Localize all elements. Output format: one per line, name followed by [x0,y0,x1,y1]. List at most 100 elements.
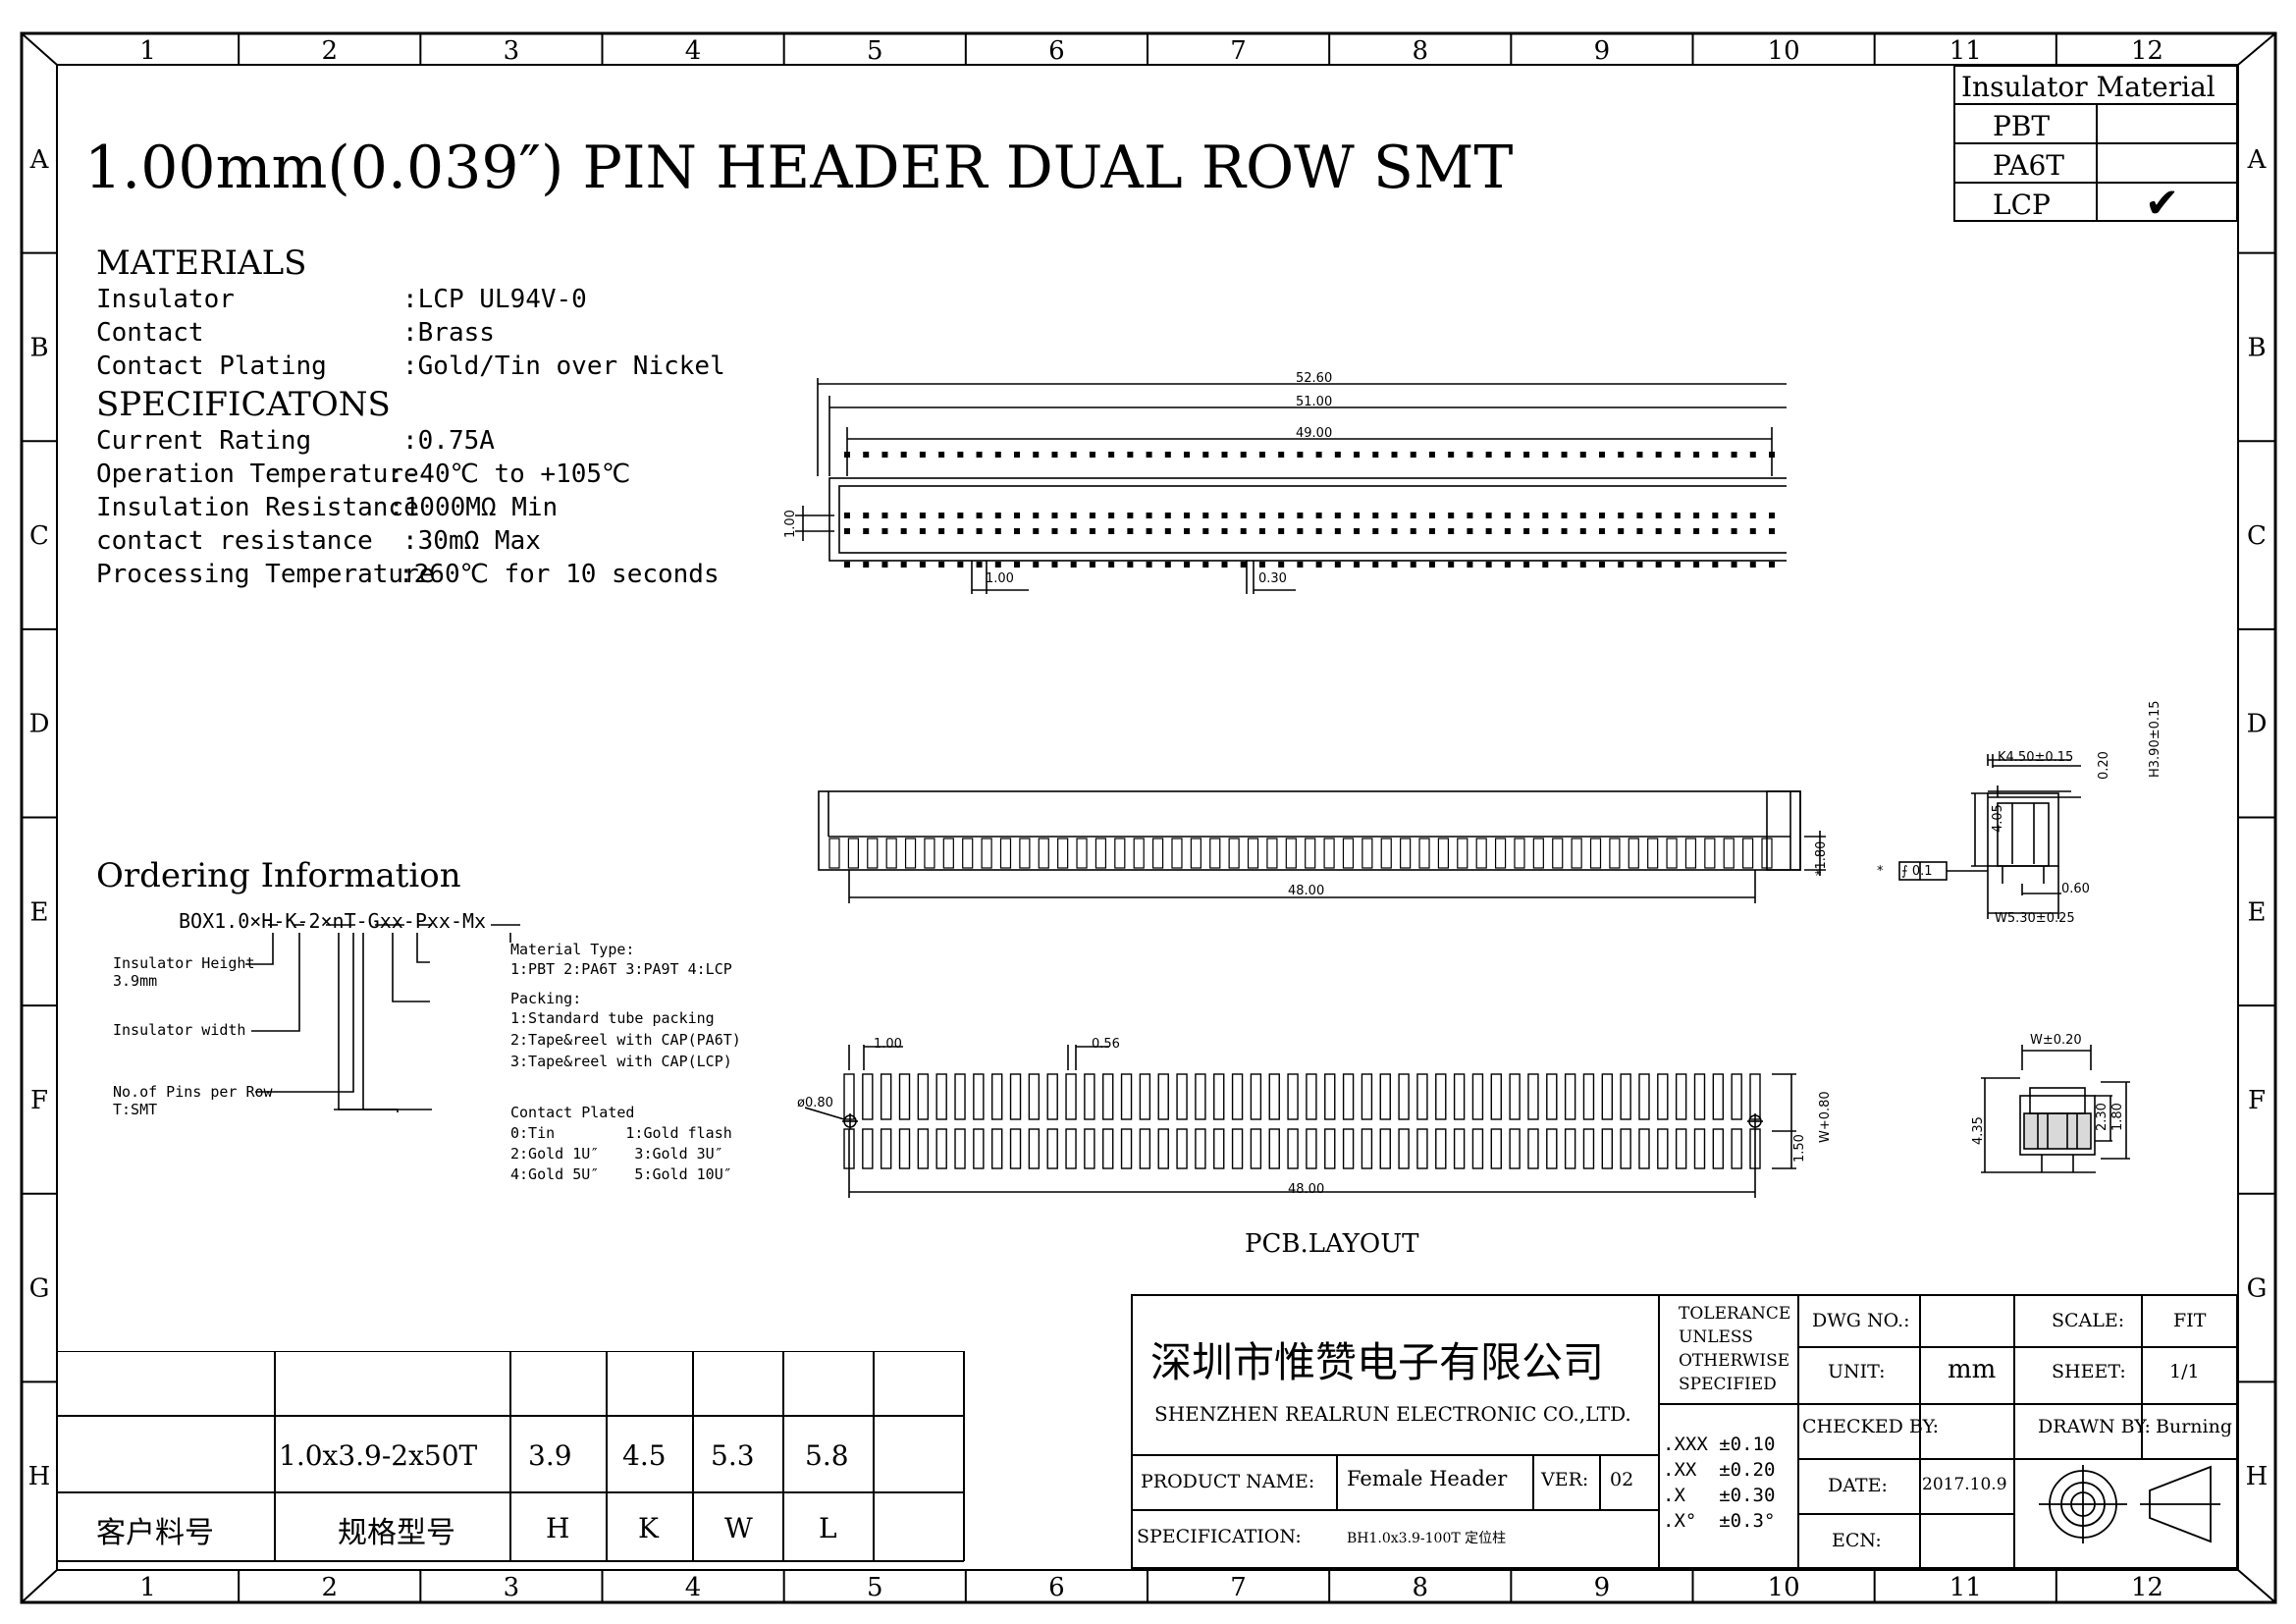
company-name-cn: 深圳市惟赞电子有限公司 [1150,1338,1605,1386]
dim-pcb-pad: 0.56 [1092,1037,1120,1052]
spec-table-w-value: 5.3 [711,1439,755,1472]
end-view-drawing [1898,754,2081,919]
dim-pcb-w: W+0.80 [1818,1091,1833,1143]
ecn-label: ECN: [1832,1530,1882,1551]
ordering-insulator-width: Insulator width [113,1021,246,1039]
dim-fp-4-35: 4.35 [1971,1116,1986,1145]
grid-row-label-F-left: F [30,1086,48,1115]
dim-pcb-length: 48.00 [1288,1182,1325,1197]
grid-column-label-11-top: 11 [1949,36,1982,66]
material-lcp: LCP [1993,189,2051,221]
grid-column-label-2-top: 2 [321,36,338,66]
scale-value: FIT [2173,1310,2207,1331]
spec-current-label: Current Rating [96,426,312,456]
ver-value: 02 [1610,1469,1634,1490]
grid-row-label-H-left: H [28,1462,51,1491]
spec-insulation-label: Insulation Resistance [96,493,419,522]
dim-side-length: 48.00 [1288,884,1325,898]
grid-column-label-3-bottom: 3 [504,1573,520,1602]
product-name-value: Female Header [1347,1467,1508,1490]
specifications-heading: SPECIFICATONS [96,385,391,424]
dim-row-pitch: 1.00 [783,510,798,538]
grid-row-label-F-right: F [2248,1086,2266,1115]
material-insulator-label: Insulator [96,285,235,314]
spec-temp-value: :-40℃ to +105℃ [389,460,631,489]
spec-table-w: W [724,1512,753,1544]
dim-end-star: * [1877,864,1884,879]
ordering-plated-3: 4:Gold 5U″ 5:Gold 10U″ [510,1165,732,1183]
dim-top-pins: 49.00 [1296,426,1333,441]
tolerance-xxx: .XXX ±0.10 [1663,1434,1776,1455]
company-name-en: SHENZHEN REALRUN ELECTRONIC CO.,LTD. [1154,1402,1631,1426]
dim-fp-2-30: 2.30 [2095,1103,2109,1131]
ordering-pins-per-row: No.of Pins per Row [113,1083,273,1101]
grid-column-label-10-top: 10 [1768,36,1800,66]
ordering-contact-plated: Contact Plated [510,1104,635,1121]
spec-contact-value: :30mΩ Max [402,526,541,556]
material-plating-value: :Gold/Tin over Nickel [402,352,725,381]
ordering-code: BOX1.0×H-K-2×nT-Gxx-Pxx-Mx [179,909,487,933]
dim-end-h: H3.90±0.15 [2148,700,2163,778]
ordering-insulator-height-value: 3.9mm [113,972,158,990]
scale-label: SCALE: [2052,1310,2125,1331]
spec-temp-label: Operation Temperature [96,460,419,489]
pcb-layout-label: PCB.LAYOUT [1245,1229,1419,1259]
ordering-insulator-height: Insulator Height [113,954,255,972]
spec-table-l: L [819,1512,837,1544]
spec-contact-label: contact resistance [96,526,373,556]
tolerance-deg: .X° ±0.3° [1663,1510,1776,1532]
grid-column-label-5-bottom: 5 [867,1573,883,1602]
dim-fp-w: W±0.20 [2030,1033,2082,1048]
ordering-material-type: Material Type: [510,941,635,958]
spec-table-l-value: 5.8 [805,1439,849,1472]
ver-label: VER: [1541,1469,1589,1490]
grid-column-label-12-bottom: 12 [2131,1573,2163,1602]
dim-end-0-20: 0.20 [2097,751,2111,780]
dim-pin-width: 0.30 [1258,571,1287,586]
tolerance-x: .X ±0.30 [1663,1485,1776,1506]
grid-column-label-1-bottom: 1 [139,1573,156,1602]
grid-column-label-10-bottom: 10 [1768,1573,1800,1602]
grid-column-label-2-bottom: 2 [321,1573,338,1602]
spec-table-k: K [638,1512,659,1544]
grid-column-label-3-top: 3 [504,36,520,66]
grid-column-label-9-bottom: 9 [1594,1573,1611,1602]
grid-row-label-A-left: A [29,145,50,175]
dim-pitch: 1.00 [986,571,1014,586]
checked-by-label: CHECKED BY: [1802,1416,1940,1437]
ordering-packing-3: 3:Tape&reel with CAP(LCP) [510,1053,732,1070]
product-name-label: PRODUCT NAME: [1141,1471,1315,1492]
ordering-pins-type: T:SMT [113,1101,158,1118]
spec-processing-value: :260℃ for 10 seconds [399,560,720,589]
grid-column-label-8-bottom: 8 [1412,1573,1428,1602]
material-pa6t: PA6T [1993,149,2064,182]
grid-column-label-9-top: 9 [1594,36,1611,66]
date-value: 2017.10.9 [1922,1475,2007,1494]
grid-column-label-5-top: 5 [867,36,883,66]
dwg-no-label: DWG NO.: [1812,1310,1910,1331]
pcb-layout-drawing [805,1045,1796,1198]
grid-column-label-12-top: 12 [2131,36,2163,66]
date-label: DATE: [1828,1475,1888,1496]
spec-table-grid [57,1351,965,1562]
material-pbt: PBT [1993,110,2051,142]
unit-label: UNIT: [1828,1361,1886,1382]
specification-value: BH1.0x3.9-100T 定位柱 [1347,1531,1507,1546]
spec-table-model: 规格型号 [338,1516,455,1550]
grid-row-label-G-right: G [2247,1274,2268,1304]
ordering-heading: Ordering Information [96,856,461,895]
footprint-end-drawing [1981,1045,2130,1173]
dim-end-k: K4.50±0.15 [1998,750,2074,765]
spec-table-k-value: 4.5 [622,1439,667,1472]
grid-row-label-G-left: G [29,1274,50,1304]
dim-end-flatness: ⨍ 0.1 [1901,864,1933,879]
spec-insulation-value: :1000MΩ Min [389,493,559,522]
spec-table-h: H [546,1512,570,1544]
grid-row-label-C-left: C [29,521,49,551]
grid-row-label-A-right: A [2247,145,2268,175]
spec-current-value: :0.75A [402,426,495,456]
ordering-plated-2: 2:Gold 1U″ 3:Gold 3U″ [510,1145,723,1163]
grid-column-label-7-bottom: 7 [1230,1573,1247,1602]
materials-heading: MATERIALS [96,244,307,283]
